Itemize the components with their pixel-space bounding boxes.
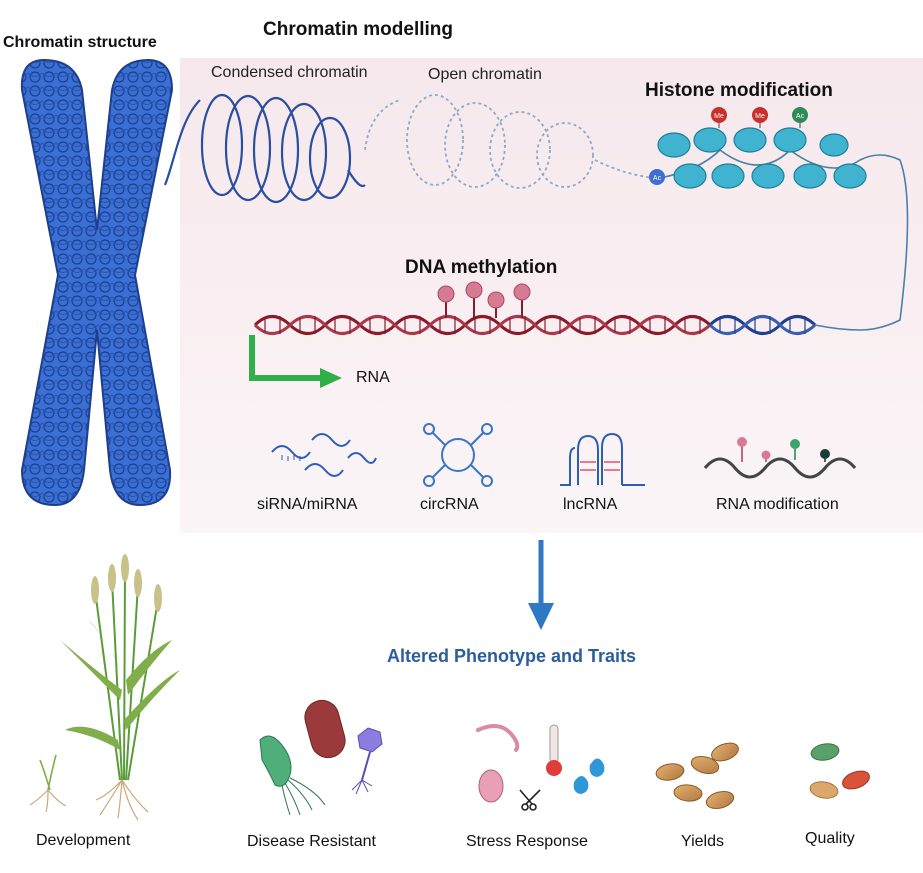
trait-stress-response: Stress Response xyxy=(466,833,588,850)
trait-disease-resistant: Disease Resistant xyxy=(247,833,376,850)
sirna-mirna-icon xyxy=(271,433,377,477)
histone-mark-me-2: Me xyxy=(752,107,768,123)
stress-icons xyxy=(476,724,605,811)
rna-type-rna-modification: RNA modification xyxy=(716,496,839,513)
dna-methylation-title: DNA methylation xyxy=(405,257,558,278)
trait-yields: Yields xyxy=(681,833,724,850)
condensed-chromatin-coil xyxy=(163,93,366,204)
altered-phenotype-title: Altered Phenotype and Traits xyxy=(387,646,637,666)
svg-text:Ac: Ac xyxy=(796,113,805,120)
trait-development: Development xyxy=(36,832,131,849)
chromatin-modelling-title: Chromatin modelling xyxy=(263,19,453,40)
svg-text:Ac: Ac xyxy=(653,175,662,182)
yield-grains xyxy=(655,742,739,810)
rna-modification-icon xyxy=(703,437,857,479)
outcome-arrow xyxy=(528,540,554,630)
open-chromatin-coil xyxy=(364,94,656,189)
rna-label: RNA xyxy=(356,369,390,386)
trait-quality: Quality xyxy=(805,830,855,847)
rna-type-sirna-mirna: siRNA/miRNA xyxy=(257,496,358,513)
histone-mark-ac-2: Ac xyxy=(649,169,665,185)
methylation-marks xyxy=(437,281,531,318)
dna-helix xyxy=(253,315,861,335)
transcription-arrow xyxy=(249,335,342,388)
histone-mark-me-1: Me xyxy=(711,107,727,123)
nucleosomes xyxy=(657,118,909,331)
condensed-chromatin-label: Condensed chromatin xyxy=(211,64,368,81)
chromosome xyxy=(20,58,174,507)
quality-grains xyxy=(809,743,870,799)
lncrna-icon xyxy=(560,432,645,486)
rna-type-circrna: circRNA xyxy=(420,496,479,513)
wheat-plant-icon xyxy=(29,554,180,821)
histone-modification-title: Histone modification xyxy=(645,80,833,101)
pathogen-icons xyxy=(259,699,383,816)
open-chromatin-label: Open chromatin xyxy=(428,66,542,83)
svg-text:Me: Me xyxy=(714,113,724,120)
svg-text:Me: Me xyxy=(755,113,765,120)
rna-type-lncrna: lncRNA xyxy=(563,496,618,513)
chromatin-structure-label: Chromatin structure xyxy=(3,34,157,51)
circrna-icon xyxy=(423,423,493,487)
histone-mark-ac-1: Ac xyxy=(792,107,808,123)
